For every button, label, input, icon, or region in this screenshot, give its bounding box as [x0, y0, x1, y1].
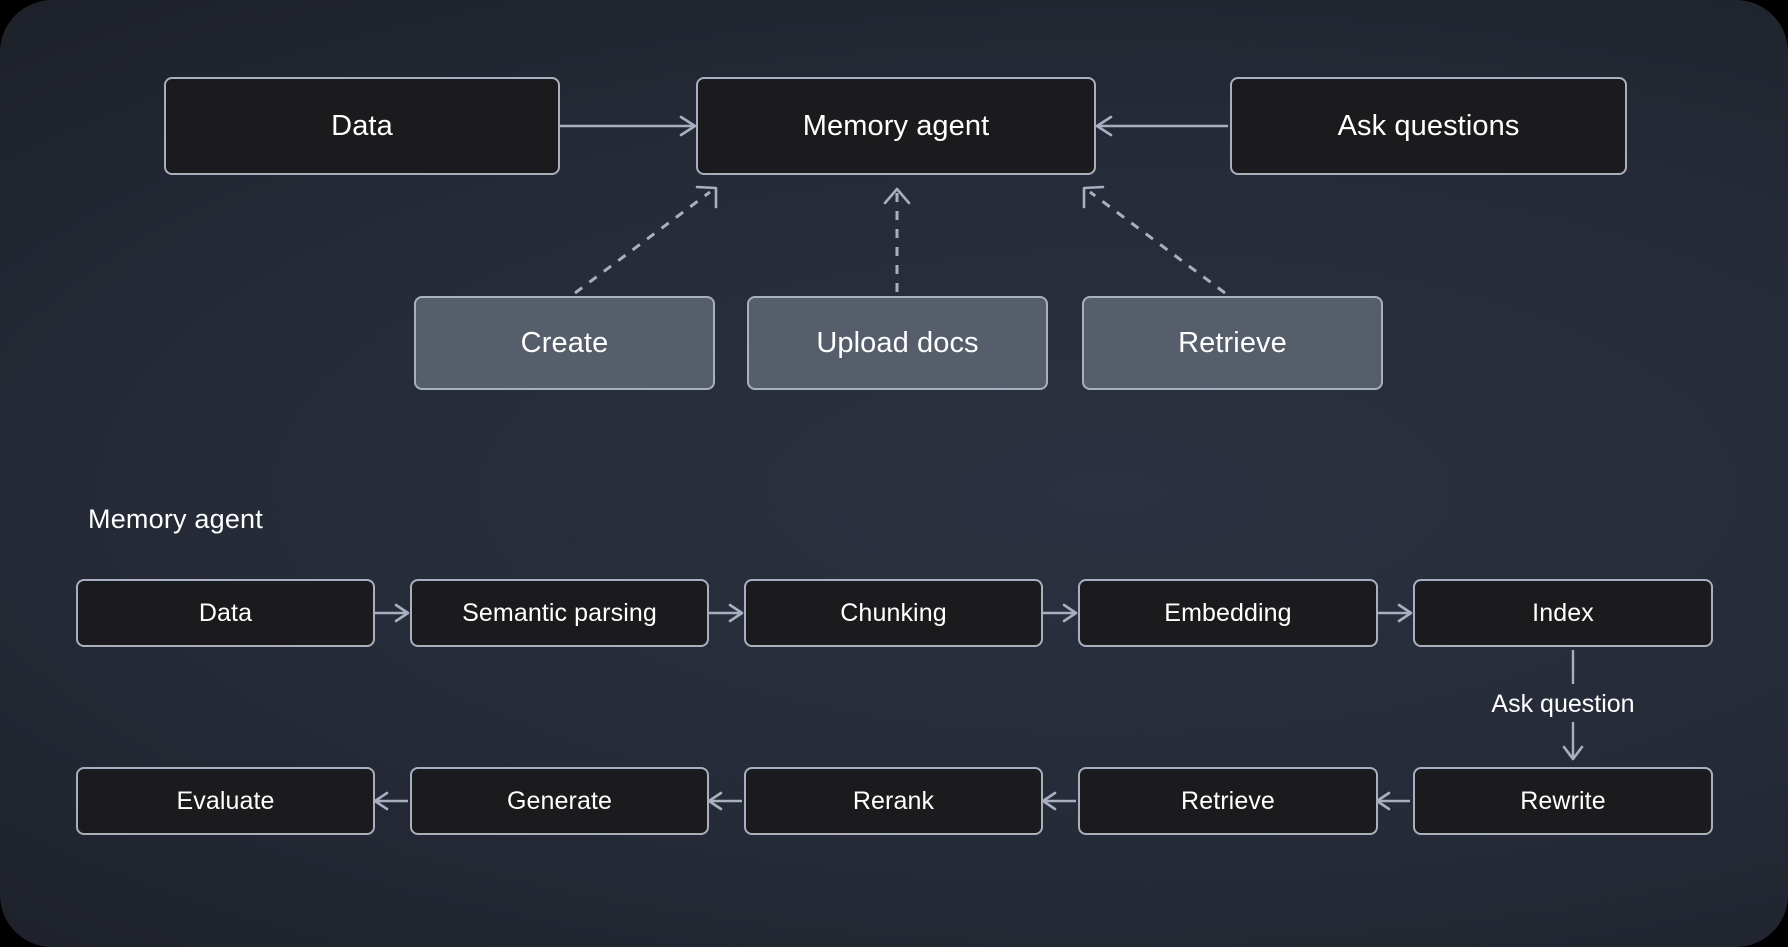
edge-data-to-semantic-parsing	[375, 603, 410, 623]
edge-label-ask-question: Ask question	[1491, 690, 1635, 718]
node-upload-docs[interactable]: Upload docs	[747, 296, 1048, 390]
pipeline-node-rewrite[interactable]: Rewrite	[1413, 767, 1713, 835]
pipeline-node-semantic-parsing[interactable]: Semantic parsing	[410, 579, 709, 647]
node-label: Upload docs	[816, 326, 979, 359]
node-ask-questions[interactable]: Ask questions	[1230, 77, 1627, 175]
edge-ask-questions-to-memory-agent	[1095, 115, 1228, 137]
pipeline-node-data[interactable]: Data	[76, 579, 375, 647]
node-label: Index	[1532, 598, 1594, 627]
edge-semantic-parsing-to-chunking	[709, 603, 744, 623]
section-title-memory-agent: Memory agent	[88, 504, 263, 534]
node-memory-agent[interactable]: Memory agent	[696, 77, 1096, 175]
node-label: Semantic parsing	[462, 598, 657, 627]
node-label: Evaluate	[176, 786, 275, 815]
edge-rerank-to-generate	[707, 791, 742, 811]
edge-embedding-to-index	[1378, 603, 1413, 623]
node-create[interactable]: Create	[414, 296, 715, 390]
pipeline-node-retrieve[interactable]: Retrieve	[1078, 767, 1378, 835]
node-data-overview[interactable]: Data	[164, 77, 560, 175]
pipeline-node-evaluate[interactable]: Evaluate	[76, 767, 375, 835]
edge-rewrite-to-retrieve	[1375, 791, 1410, 811]
node-label: Data	[198, 598, 253, 627]
edge-upload-docs-to-memory-agent	[883, 187, 911, 292]
edge-chunking-to-embedding	[1043, 603, 1078, 623]
node-retrieve-overview[interactable]: Retrieve	[1082, 296, 1383, 390]
edge-retrieve-to-rerank	[1041, 791, 1076, 811]
edge-data-to-memory-agent	[560, 115, 697, 137]
pipeline-node-generate[interactable]: Generate	[410, 767, 709, 835]
edge-generate-to-evaluate	[373, 791, 408, 811]
node-label: Chunking	[840, 598, 947, 627]
pipeline-node-chunking[interactable]: Chunking	[744, 579, 1043, 647]
node-label: Memory agent	[802, 109, 990, 142]
pipeline-node-embedding[interactable]: Embedding	[1078, 579, 1378, 647]
node-label: Generate	[506, 786, 613, 815]
pipeline-node-index[interactable]: Index	[1413, 579, 1713, 647]
node-label: Ask questions	[1337, 109, 1520, 142]
edge-retrieve-to-memory-agent	[1082, 185, 1226, 295]
node-label: Data	[331, 109, 393, 142]
node-label: Rewrite	[1520, 786, 1606, 815]
edge-create-to-memory-agent	[574, 185, 718, 295]
node-label: Retrieve	[1181, 786, 1275, 815]
node-label: Create	[520, 326, 609, 359]
node-label: Retrieve	[1178, 326, 1287, 359]
pipeline-node-rerank[interactable]: Rerank	[744, 767, 1043, 835]
node-label: Rerank	[852, 786, 935, 815]
node-label: Embedding	[1164, 598, 1292, 627]
